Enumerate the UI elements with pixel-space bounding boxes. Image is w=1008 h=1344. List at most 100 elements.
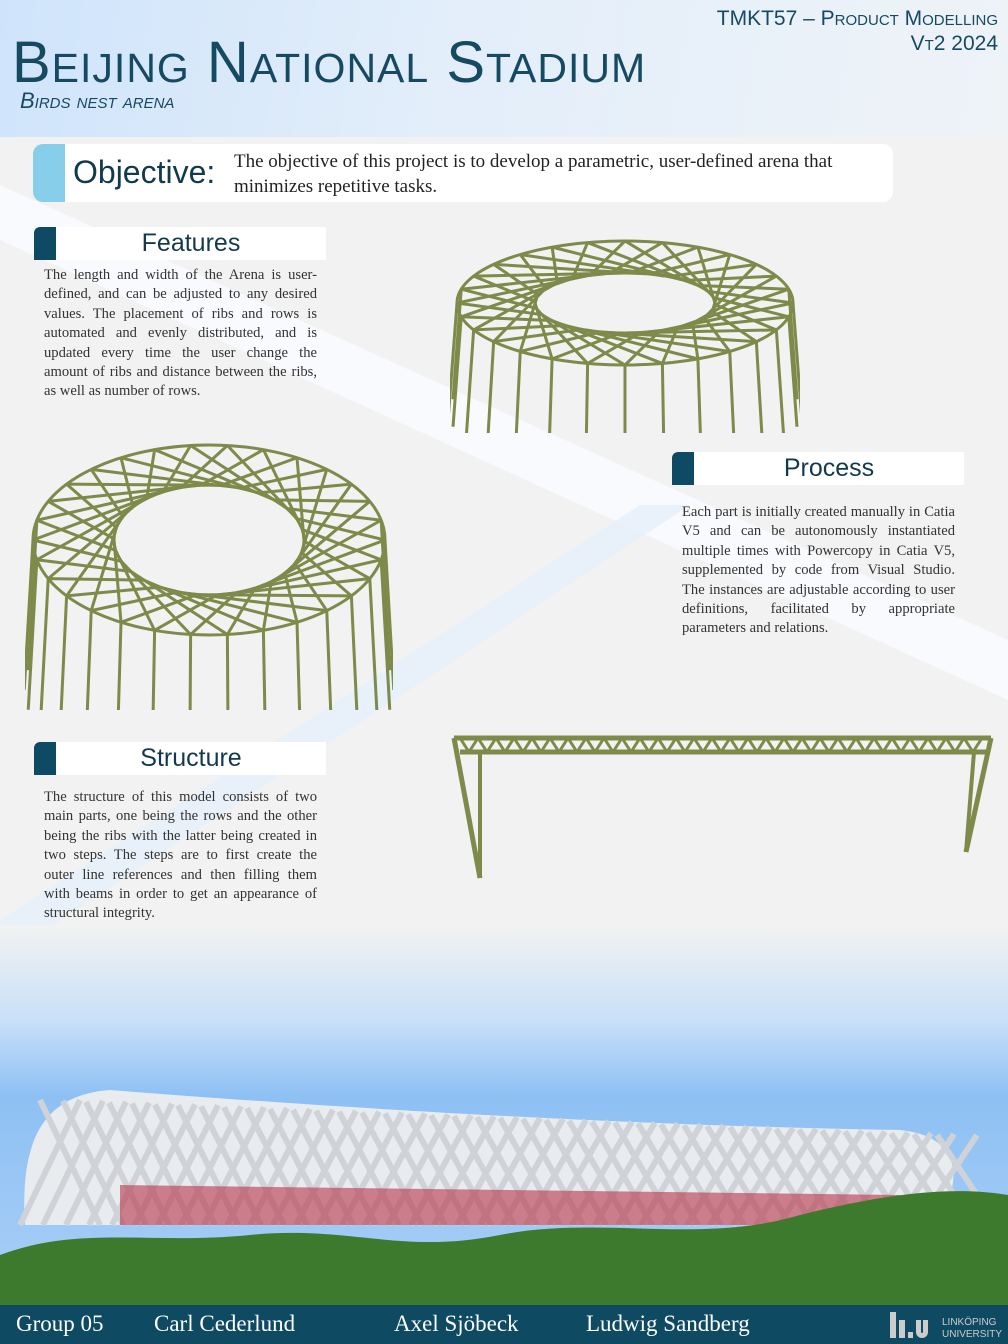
rib bbox=[661, 326, 679, 365]
rib bbox=[255, 538, 386, 590]
rib-leg bbox=[383, 539, 393, 691]
features-title: Features bbox=[141, 229, 241, 257]
truss-diagonal bbox=[665, 737, 678, 753]
rib bbox=[257, 482, 352, 495]
rib-leg bbox=[349, 595, 359, 710]
rib-leg bbox=[116, 622, 123, 710]
rib-leg bbox=[548, 358, 554, 433]
rib bbox=[261, 581, 273, 631]
rib bbox=[473, 324, 566, 332]
rib bbox=[145, 449, 157, 499]
truss-leg bbox=[451, 737, 483, 879]
truss-diagonal bbox=[539, 737, 552, 753]
truss-diagonal bbox=[485, 737, 498, 753]
truss-diagonal bbox=[755, 737, 768, 753]
truss-diagonal bbox=[773, 737, 786, 753]
rib bbox=[284, 500, 371, 574]
rib-leg bbox=[696, 358, 702, 433]
rib bbox=[493, 327, 583, 344]
rib bbox=[189, 591, 238, 636]
rib bbox=[286, 507, 382, 522]
rib bbox=[271, 518, 382, 583]
rib bbox=[120, 593, 198, 624]
truss-diagonal bbox=[476, 737, 489, 753]
rib bbox=[623, 329, 662, 367]
truss-diagonal bbox=[971, 737, 984, 753]
truss-diagonal bbox=[656, 737, 669, 753]
course-info: TMKT57 – Product Modelling Vt2 2024 bbox=[717, 6, 998, 56]
truss-diagonal bbox=[674, 737, 687, 753]
rib bbox=[697, 283, 789, 291]
truss-diagonal bbox=[521, 737, 534, 753]
rib bbox=[550, 246, 559, 284]
rib-leg bbox=[451, 289, 463, 400]
truss-diagonal bbox=[647, 737, 660, 753]
rib-truss-model-image bbox=[451, 735, 994, 879]
liu-logo: LINKÖPING UNIVERSITY bbox=[890, 1312, 1002, 1340]
rib bbox=[200, 448, 265, 487]
rib-leg bbox=[151, 630, 157, 710]
rib bbox=[571, 241, 589, 280]
poster-subtitle: Birds nest arena bbox=[20, 88, 175, 113]
truss-diagonal bbox=[620, 737, 633, 753]
truss-diagonal bbox=[881, 737, 894, 753]
rib-leg bbox=[295, 622, 302, 710]
truss-diagonal bbox=[899, 737, 912, 753]
truss-diagonal bbox=[503, 737, 516, 753]
rib bbox=[89, 528, 118, 612]
rib bbox=[66, 585, 161, 598]
footer-bar: Group 05 Carl Cederlund Axel Sjöbeck Lud… bbox=[0, 1305, 1008, 1344]
truss-diagonal bbox=[467, 737, 480, 753]
truss-diagonal bbox=[836, 737, 849, 753]
stadium-photo bbox=[0, 925, 1008, 1305]
truss-diagonal bbox=[692, 737, 705, 753]
rib bbox=[707, 289, 794, 305]
course-name: TMKT57 – Product Modelling bbox=[716, 7, 998, 30]
truss-diagonal bbox=[827, 737, 840, 753]
truss-diagonal bbox=[602, 737, 615, 753]
truss-diagonal bbox=[908, 737, 921, 753]
truss-diagonal bbox=[890, 737, 903, 753]
rib bbox=[492, 263, 540, 297]
process-text: Each part is initially created manually … bbox=[682, 504, 955, 637]
truss-diagonal bbox=[800, 737, 813, 753]
rib bbox=[65, 516, 124, 597]
rib bbox=[608, 241, 664, 275]
truss-diagonal bbox=[809, 737, 822, 753]
truss-diagonal bbox=[791, 737, 804, 753]
rib-leg bbox=[25, 539, 35, 691]
rib bbox=[47, 500, 115, 541]
truss-diagonal bbox=[548, 737, 561, 753]
rib bbox=[220, 456, 298, 487]
rib-leg bbox=[465, 329, 476, 433]
truss-diagonal bbox=[719, 737, 732, 753]
row-ring bbox=[455, 239, 795, 367]
rib-leg bbox=[450, 302, 459, 414]
structure-title: Structure bbox=[140, 744, 242, 772]
rib bbox=[294, 483, 353, 564]
rib bbox=[226, 587, 257, 636]
arena-model-perspective-image bbox=[450, 239, 800, 433]
member-name: Ludwig Sandberg bbox=[586, 1311, 750, 1336]
rib-leg bbox=[39, 578, 50, 710]
rib bbox=[180, 444, 229, 489]
rib bbox=[32, 538, 122, 563]
rib-leg bbox=[754, 341, 764, 433]
rib-leg bbox=[660, 363, 666, 433]
truss-diagonal bbox=[872, 737, 885, 753]
rib bbox=[714, 303, 777, 332]
truss-diagonal bbox=[575, 737, 588, 753]
structure-heading: Structure bbox=[34, 742, 326, 775]
rib bbox=[47, 506, 134, 580]
rib bbox=[32, 490, 163, 542]
objective-accent bbox=[33, 144, 65, 202]
rib-leg bbox=[59, 595, 69, 710]
truss-diagonal bbox=[845, 737, 858, 753]
rib bbox=[153, 593, 218, 632]
rib bbox=[48, 577, 145, 582]
rib-leg bbox=[379, 520, 392, 671]
objective-text: The objective of this project is to deve… bbox=[234, 151, 833, 197]
truss-diagonal bbox=[746, 737, 759, 753]
heading-bar bbox=[34, 227, 56, 260]
